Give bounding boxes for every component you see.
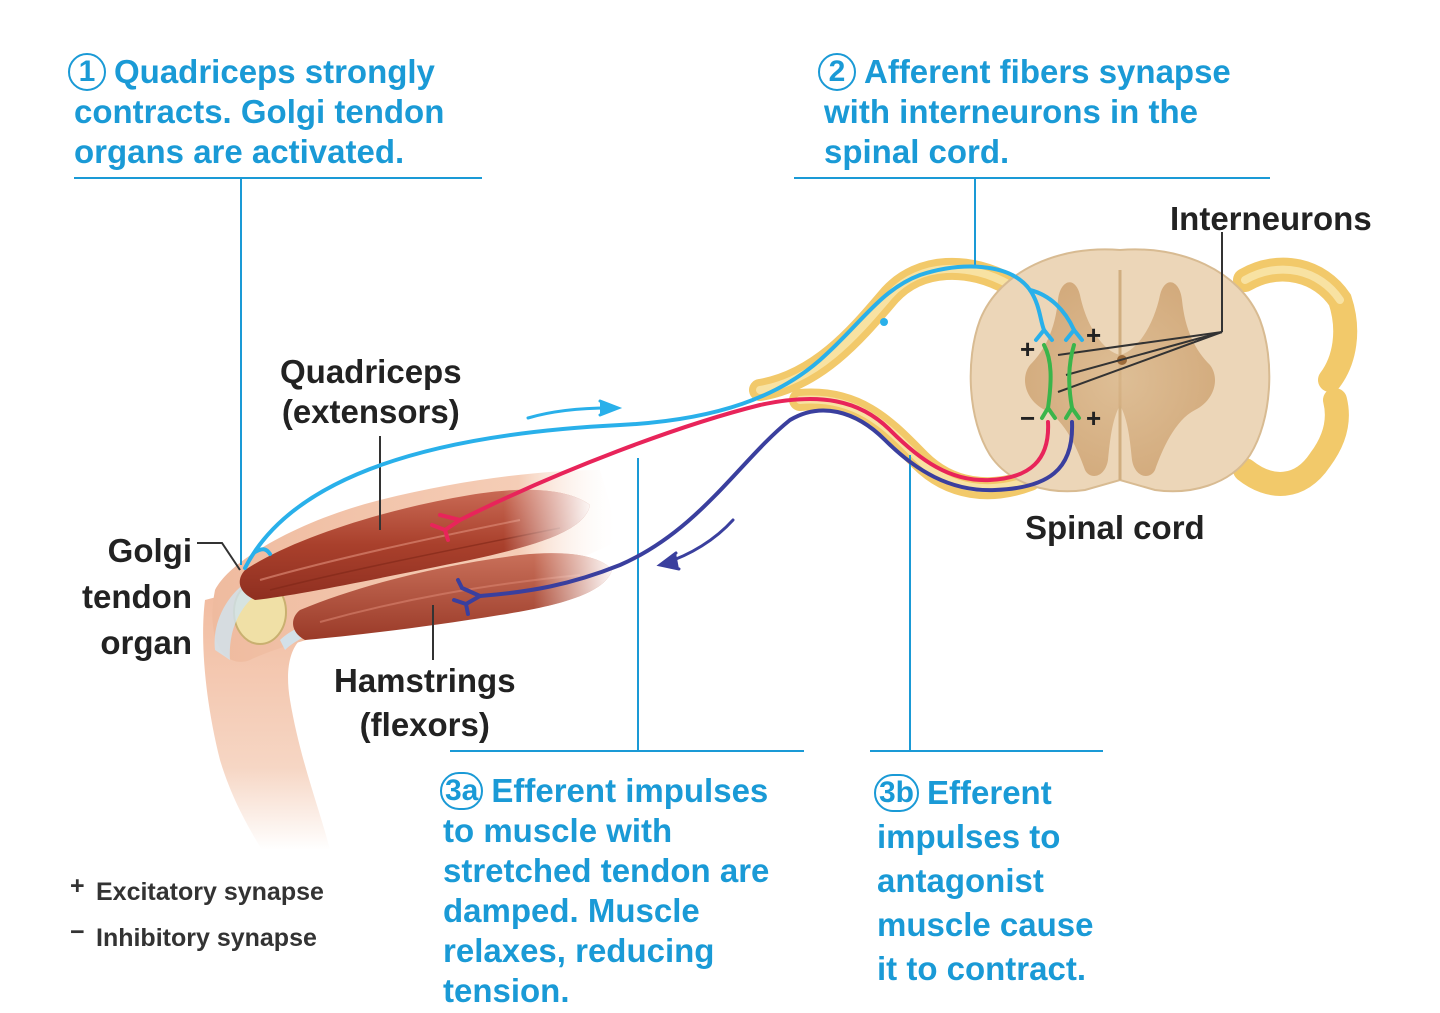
direction-arrows bbox=[526, 399, 735, 571]
golgi-label-line-3: organ bbox=[100, 624, 192, 661]
step-3b-line-5: it to contract. bbox=[877, 950, 1087, 987]
afferent-cell-body bbox=[880, 318, 888, 326]
step-3b-badge: 3b bbox=[874, 774, 920, 812]
step-1-line-3: organs are activated. bbox=[74, 133, 405, 170]
step-1-line-1: Quadriceps strongly bbox=[114, 53, 435, 90]
hamstrings-label-line-2: (flexors) bbox=[359, 706, 490, 743]
step-2-line-3: spinal cord. bbox=[824, 133, 1010, 170]
hamstrings-label: Hamstrings (flexors) bbox=[334, 659, 516, 747]
quadriceps-label-line-2: (extensors) bbox=[281, 393, 460, 430]
step-3a-line-2: to muscle with bbox=[443, 812, 673, 849]
step-3b-line-1: Efferent bbox=[927, 774, 1052, 811]
golgi-tendon-organ-label: Golgi tendon organ bbox=[66, 528, 192, 666]
efferent-neuron-quadriceps bbox=[430, 396, 1051, 542]
step-3b-line-4: muscle cause bbox=[877, 906, 1094, 943]
hamstrings-label-line-1: Hamstrings bbox=[334, 662, 516, 699]
step-3a-line-6: tension. bbox=[443, 972, 570, 1009]
step-3a-line-1: Efferent impulses bbox=[491, 772, 769, 809]
anatomy-pointers bbox=[197, 232, 1223, 660]
step-3a-line-3: stretched tendon are bbox=[443, 852, 770, 889]
legend-excitatory-text: Excitatory synapse bbox=[96, 878, 324, 906]
synapse-sign-plus-right-top: + bbox=[1086, 320, 1102, 350]
synapse-sign-minus-left-bottom: − bbox=[1020, 403, 1036, 433]
step-3b-line-2: impulses to bbox=[877, 818, 1061, 855]
callout-lines bbox=[74, 177, 1270, 752]
step-2-badge: 2 bbox=[818, 53, 856, 91]
interneurons-green bbox=[1040, 343, 1081, 420]
step-3a-line-4: damped. Muscle bbox=[443, 892, 700, 929]
legend-inhibitory-symbol: − bbox=[70, 918, 85, 946]
step-2-line-1: Afferent fibers synapse bbox=[864, 53, 1231, 90]
legend-inhibitory-text: Inhibitory synapse bbox=[96, 924, 317, 952]
legend-excitatory: + Excitatory synapse bbox=[70, 874, 324, 906]
interneurons-label: Interneurons bbox=[1170, 200, 1372, 237]
spinal-cord-label: Spinal cord bbox=[1025, 509, 1205, 546]
legend-excitatory-symbol: + bbox=[70, 872, 85, 900]
hamstrings-muscle bbox=[293, 553, 612, 640]
step-3b-line-3: antagonist bbox=[877, 862, 1044, 899]
quadriceps-label: Quadriceps (extensors) bbox=[280, 352, 462, 432]
step-1-badge: 1 bbox=[68, 53, 106, 91]
golgi-label-line-1: Golgi bbox=[107, 532, 192, 569]
step-1-line-2: contracts. Golgi tendon bbox=[74, 93, 445, 130]
quadriceps-muscle bbox=[239, 489, 590, 600]
step-2-line-2: with interneurons in the bbox=[824, 93, 1199, 130]
synapse-sign-plus-left-top: + bbox=[1020, 334, 1036, 364]
synapse-sign-plus-right-bottom: + bbox=[1086, 403, 1102, 433]
quadriceps-label-line-1: Quadriceps bbox=[280, 353, 462, 390]
efferent-neuron-hamstrings bbox=[452, 408, 1075, 616]
afferent-neuron bbox=[243, 264, 1084, 570]
step-3a-badge: 3a bbox=[440, 772, 484, 810]
step-3a-line-5: relaxes, reducing bbox=[443, 932, 715, 969]
legend-inhibitory: −Inhibitory synapse bbox=[70, 920, 317, 952]
golgi-label-line-2: tendon bbox=[82, 578, 192, 615]
